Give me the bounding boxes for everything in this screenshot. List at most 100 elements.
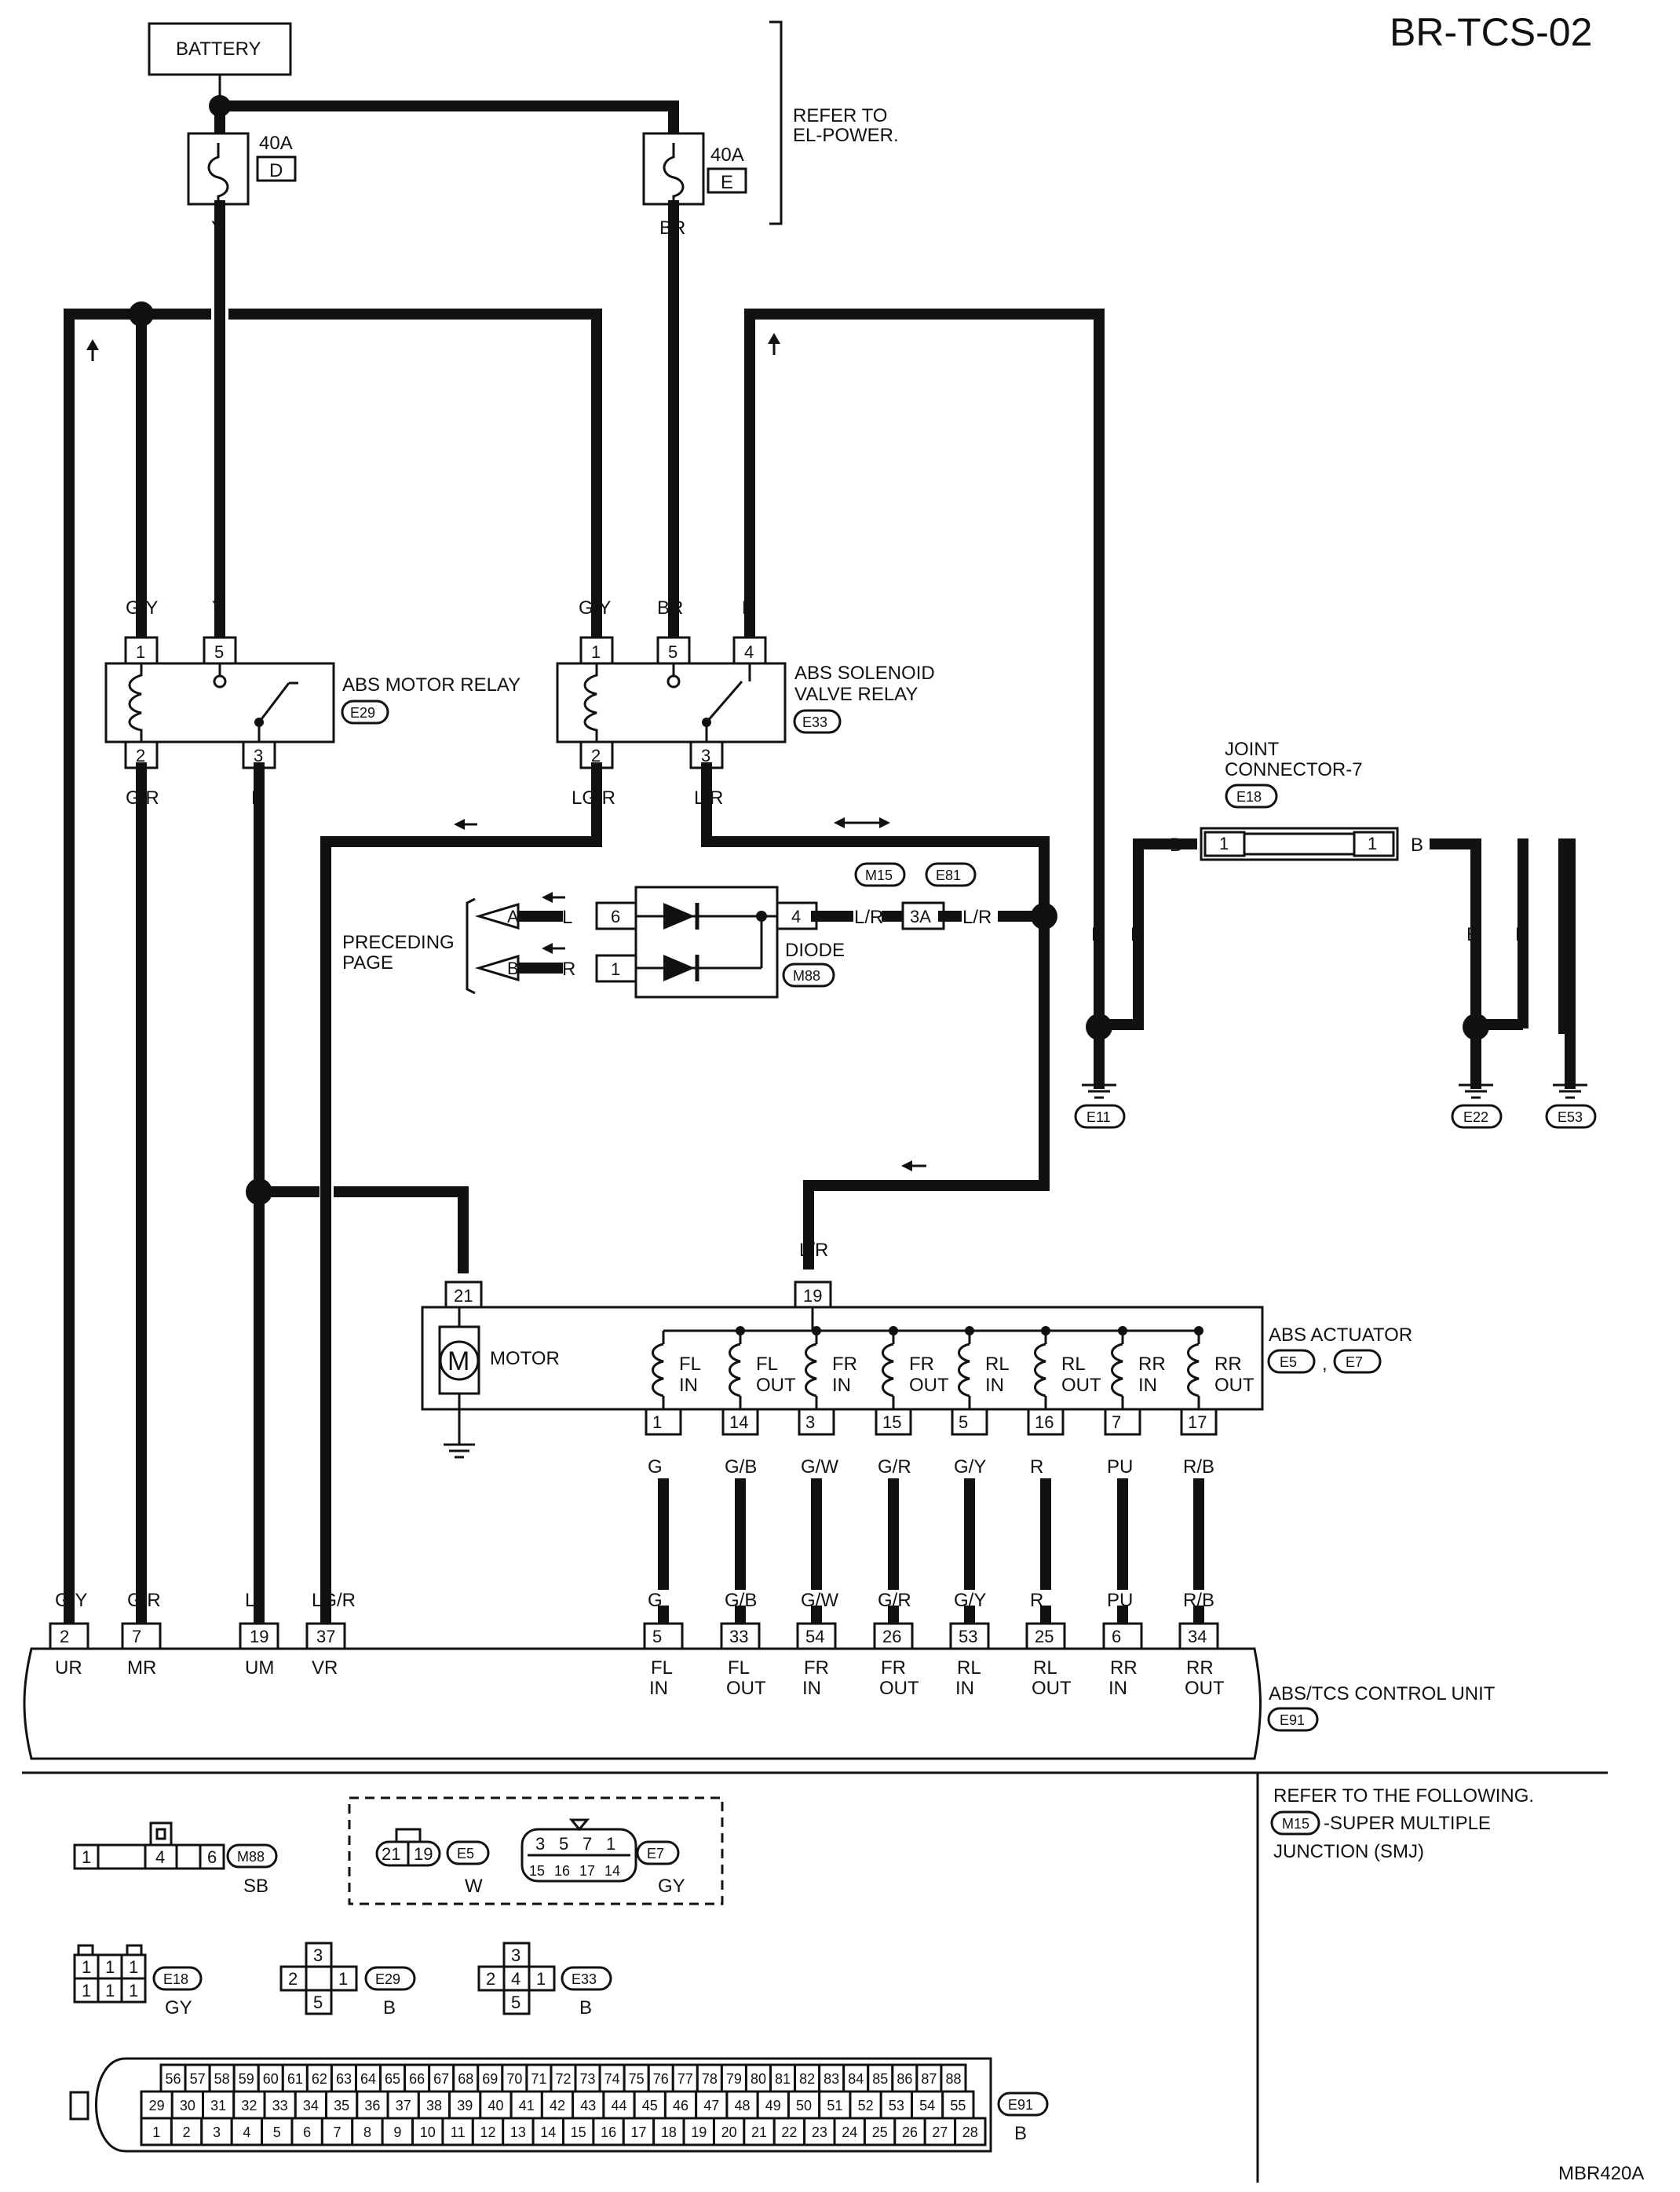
actuator-pin-number: 14 xyxy=(729,1412,748,1432)
battery-label: BATTERY xyxy=(176,38,261,60)
e91-pin: 60 xyxy=(263,2071,279,2087)
e91-pin-cell xyxy=(910,2090,944,2120)
e91-pin: 22 xyxy=(781,2124,797,2140)
e91-pin-cell xyxy=(663,2090,698,2120)
svg-text:2: 2 xyxy=(486,1969,495,1989)
e91-pin-cell xyxy=(531,2117,564,2146)
svg-text:B: B xyxy=(383,1997,396,2018)
svg-text:B: B xyxy=(579,1997,592,2018)
svg-text:B: B xyxy=(1014,2123,1027,2144)
e91-pin: 53 xyxy=(889,2098,904,2113)
svg-text:3: 3 xyxy=(313,1945,323,1965)
svg-text:L: L xyxy=(562,907,572,928)
e91-pin: 18 xyxy=(661,2124,677,2140)
coil-label: OUT xyxy=(909,1375,949,1396)
e91-pin: 40 xyxy=(488,2098,503,2113)
svg-text:E7: E7 xyxy=(647,1846,664,1861)
svg-text:1: 1 xyxy=(105,1981,115,2000)
svg-text:B: B xyxy=(1091,924,1104,945)
e91-pin: 59 xyxy=(239,2071,254,2087)
control-unit-pin-label: RL xyxy=(1033,1657,1057,1679)
svg-text:E5: E5 xyxy=(457,1846,474,1861)
svg-text:40A: 40A xyxy=(710,144,744,166)
actuator-pin xyxy=(1027,1408,1065,1436)
e91-pin: 42 xyxy=(550,2098,565,2113)
svg-text:6: 6 xyxy=(207,1847,217,1867)
e91-pin: 17 xyxy=(630,2124,646,2140)
coil-label: FL xyxy=(679,1354,701,1375)
connector-e33 xyxy=(477,1942,556,2015)
svg-text:E: E xyxy=(721,172,733,193)
abs-actuator xyxy=(421,1280,1264,1459)
e91-pin: 36 xyxy=(364,2098,380,2113)
control-unit-pin xyxy=(1102,1622,1143,1650)
e91-pin: 83 xyxy=(824,2071,839,2087)
svg-text:1: 1 xyxy=(82,1847,91,1867)
connector-e7 xyxy=(520,1818,637,1883)
wire-color: G xyxy=(648,1456,663,1478)
svg-text:B: B xyxy=(742,597,754,619)
svg-text:E18: E18 xyxy=(163,1971,188,1987)
svg-text:21: 21 xyxy=(454,1286,473,1306)
e91-pin: 43 xyxy=(580,2098,596,2113)
e91-pin-cell xyxy=(263,2090,297,2120)
e91-pin: 37 xyxy=(396,2098,411,2113)
e91-pin: 85 xyxy=(872,2071,888,2087)
svg-text:2: 2 xyxy=(136,746,145,765)
svg-text:1: 1 xyxy=(82,1981,91,2000)
control-unit-pin-number: 5 xyxy=(652,1627,662,1646)
e91-pin: 16 xyxy=(601,2124,616,2140)
actuator-pin-number: 7 xyxy=(1112,1412,1121,1432)
e91-pin: 38 xyxy=(426,2098,442,2113)
actuator-pin xyxy=(951,1408,988,1436)
e91-pin: 51 xyxy=(827,2098,842,2113)
e91-pin: 68 xyxy=(458,2071,473,2087)
e91-pin: 33 xyxy=(272,2098,288,2113)
svg-text:4: 4 xyxy=(155,1847,165,1867)
svg-text:L/R: L/R xyxy=(799,1240,828,1261)
e91-pin: 73 xyxy=(580,2071,596,2087)
svg-text:21: 21 xyxy=(382,1844,400,1864)
coil-label: IN xyxy=(832,1375,851,1396)
coil-label: FR xyxy=(909,1354,934,1375)
control-unit-pin-label: RR xyxy=(1186,1657,1214,1679)
coil-label: RR xyxy=(1138,1354,1166,1375)
control-unit-pin-number: 26 xyxy=(882,1627,901,1646)
svg-text:1: 1 xyxy=(1219,834,1229,853)
svg-text:ABS SOLENOID: ABS SOLENOID xyxy=(794,663,935,684)
control-unit-pin-number: 54 xyxy=(805,1627,824,1646)
control-unit-right-pins: 5FLIN33FLOUT54FRIN26FROUT53RLIN25RLOUT6R… xyxy=(643,1622,1225,1699)
svg-text:SB: SB xyxy=(243,1876,268,1897)
control-unit-pin-label: FR xyxy=(881,1657,906,1679)
svg-text:1: 1 xyxy=(82,1957,91,1977)
svg-text:19: 19 xyxy=(414,1844,433,1864)
control-unit-pin-number: 6 xyxy=(1112,1627,1121,1646)
e91-pin: 41 xyxy=(519,2098,535,2113)
svg-text:3: 3 xyxy=(701,746,710,765)
coil-label: FL xyxy=(756,1354,778,1375)
e91-pin-cell xyxy=(320,2117,354,2146)
control-unit-pin xyxy=(1025,1622,1066,1650)
e91-pin: 47 xyxy=(703,2098,719,2113)
e91-pin-cell xyxy=(647,2063,674,2093)
control-unit-pin-label: IN xyxy=(802,1678,821,1699)
actuator-pin xyxy=(645,1408,682,1436)
svg-text:G/Y: G/Y xyxy=(126,597,158,619)
control-unit-pin-label: RR xyxy=(1110,1657,1138,1679)
svg-text:M88: M88 xyxy=(793,968,820,984)
svg-text:4: 4 xyxy=(744,642,754,662)
control-unit-pin-number: 53 xyxy=(959,1627,977,1646)
wire-color: G/Y xyxy=(954,1456,986,1478)
e91-pin: 58 xyxy=(214,2071,230,2087)
svg-text:3A: 3A xyxy=(910,907,931,926)
battery-box xyxy=(148,22,292,76)
e91-pin: 15 xyxy=(571,2124,586,2140)
svg-text:3: 3 xyxy=(511,1945,520,1965)
e91-pin: 67 xyxy=(433,2071,449,2087)
abs-tcs-control-unit xyxy=(23,1647,1262,1760)
svg-text:VALVE RELAY: VALVE RELAY xyxy=(794,684,918,705)
e91-pin: 30 xyxy=(180,2098,195,2113)
control-unit-pin xyxy=(796,1622,837,1650)
e91-pin: 70 xyxy=(506,2071,522,2087)
